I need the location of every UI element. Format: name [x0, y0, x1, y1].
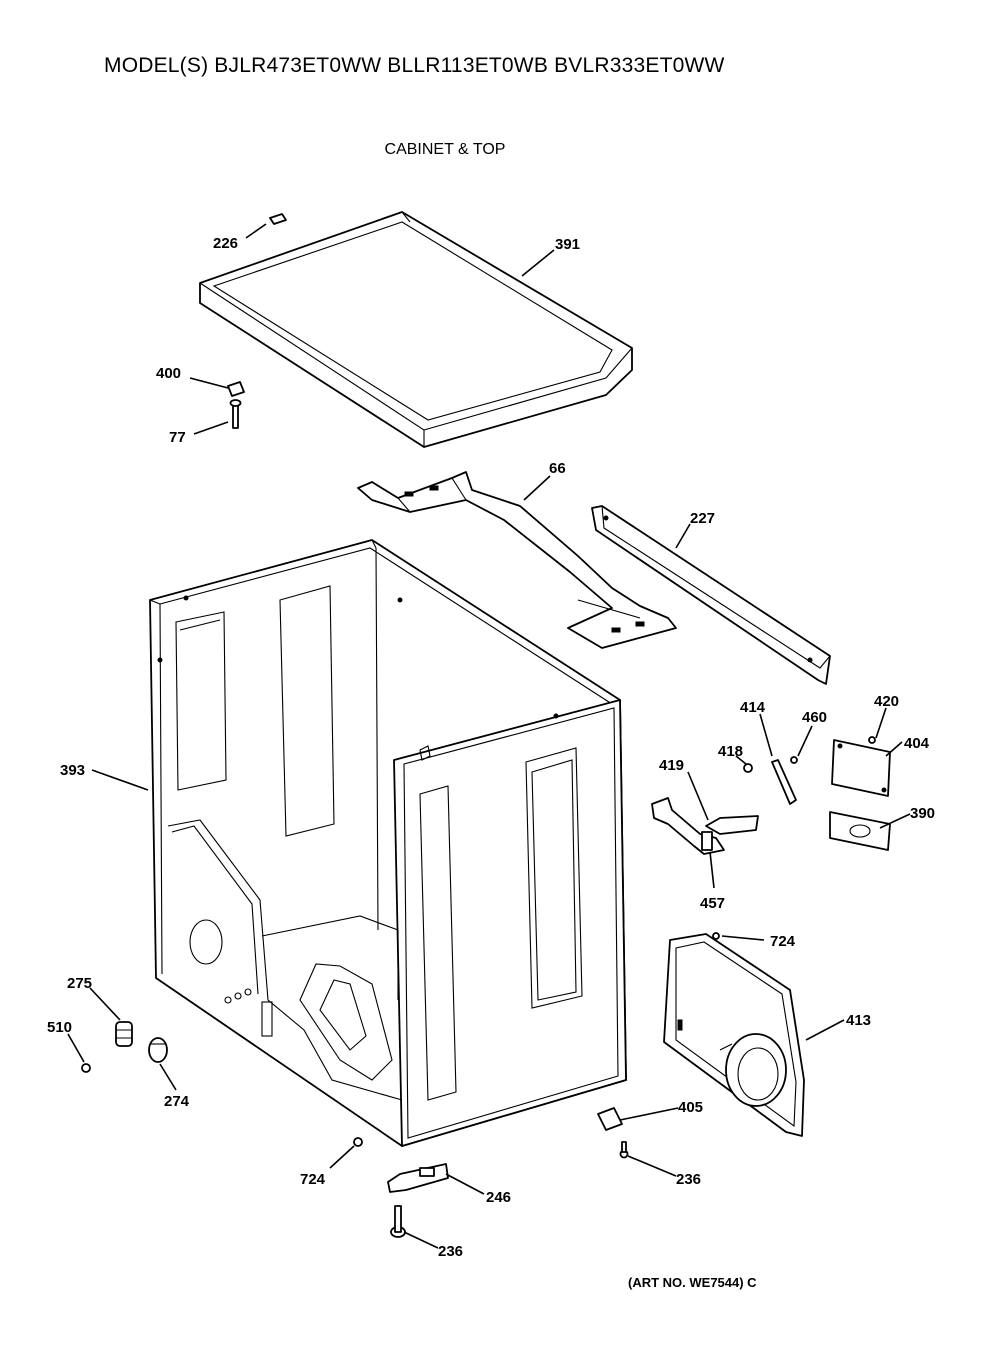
- callout-420: 420: [874, 693, 899, 710]
- section-title: CABINET & TOP: [384, 141, 506, 158]
- leader-lines: [67, 223, 911, 1249]
- screw-part-510: [81, 1063, 91, 1073]
- callout-400: 400: [156, 365, 181, 382]
- callout-390: 390: [910, 805, 935, 822]
- strike-part-246: [387, 1163, 449, 1193]
- foot-part-236-lower: [390, 1205, 406, 1238]
- hinge-part-418: [705, 763, 759, 835]
- callout-404: 404: [904, 735, 930, 752]
- cabinet-part-393: [149, 539, 627, 1147]
- spring-part-414: [771, 756, 798, 805]
- callout-419: 419: [659, 757, 684, 774]
- callout-724-upper: 724: [770, 933, 796, 950]
- callout-413: 413: [846, 1012, 871, 1029]
- clip-part-400: [227, 381, 245, 397]
- screw-part-724-lower: [353, 1137, 363, 1147]
- callout-246: 246: [486, 1189, 511, 1206]
- callout-236-right: 236: [676, 1171, 701, 1188]
- callout-724-lower: 724: [300, 1171, 326, 1188]
- bracket-part-405: [597, 1107, 623, 1131]
- callout-405: 405: [678, 1099, 703, 1116]
- callout-414: 414: [740, 699, 766, 716]
- callout-77: 77: [169, 429, 186, 446]
- callout-391: 391: [555, 236, 580, 253]
- callout-227: 227: [690, 510, 715, 527]
- callout-418: 418: [718, 743, 743, 760]
- foot-part-274: [148, 1037, 168, 1063]
- callout-226: 226: [213, 235, 238, 252]
- art-number: (ART NO. WE7544) C: [628, 1275, 757, 1290]
- callout-460: 460: [802, 709, 827, 726]
- screw-part-77: [229, 399, 242, 429]
- callout-510: 510: [47, 1019, 72, 1036]
- callout-393: 393: [60, 762, 85, 779]
- lamp-lens-part-390: [829, 811, 891, 851]
- callout-274: 274: [164, 1093, 190, 1110]
- bracket-part-419: [651, 797, 725, 855]
- cover-plate-part-404: [831, 736, 891, 797]
- callout-236-lower: 236: [438, 1243, 463, 1260]
- front-panel-part-413: [663, 932, 805, 1137]
- callout-275: 275: [67, 975, 92, 992]
- callout-66: 66: [549, 460, 566, 477]
- top-panel-part-391: [199, 211, 633, 448]
- screw-part-236-right: [619, 1141, 629, 1159]
- callout-457: 457: [700, 895, 725, 912]
- model-numbers-heading: MODEL(S) BJLR473ET0WW BLLR113ET0WB BVLR3…: [104, 54, 725, 77]
- clip-part-226: [269, 213, 287, 225]
- callout-labels: 226 391 400 77 66 227 393 414 460 420 40…: [47, 235, 935, 1260]
- top-rail-part-227: [591, 505, 831, 685]
- leg-part-275: [115, 1021, 133, 1047]
